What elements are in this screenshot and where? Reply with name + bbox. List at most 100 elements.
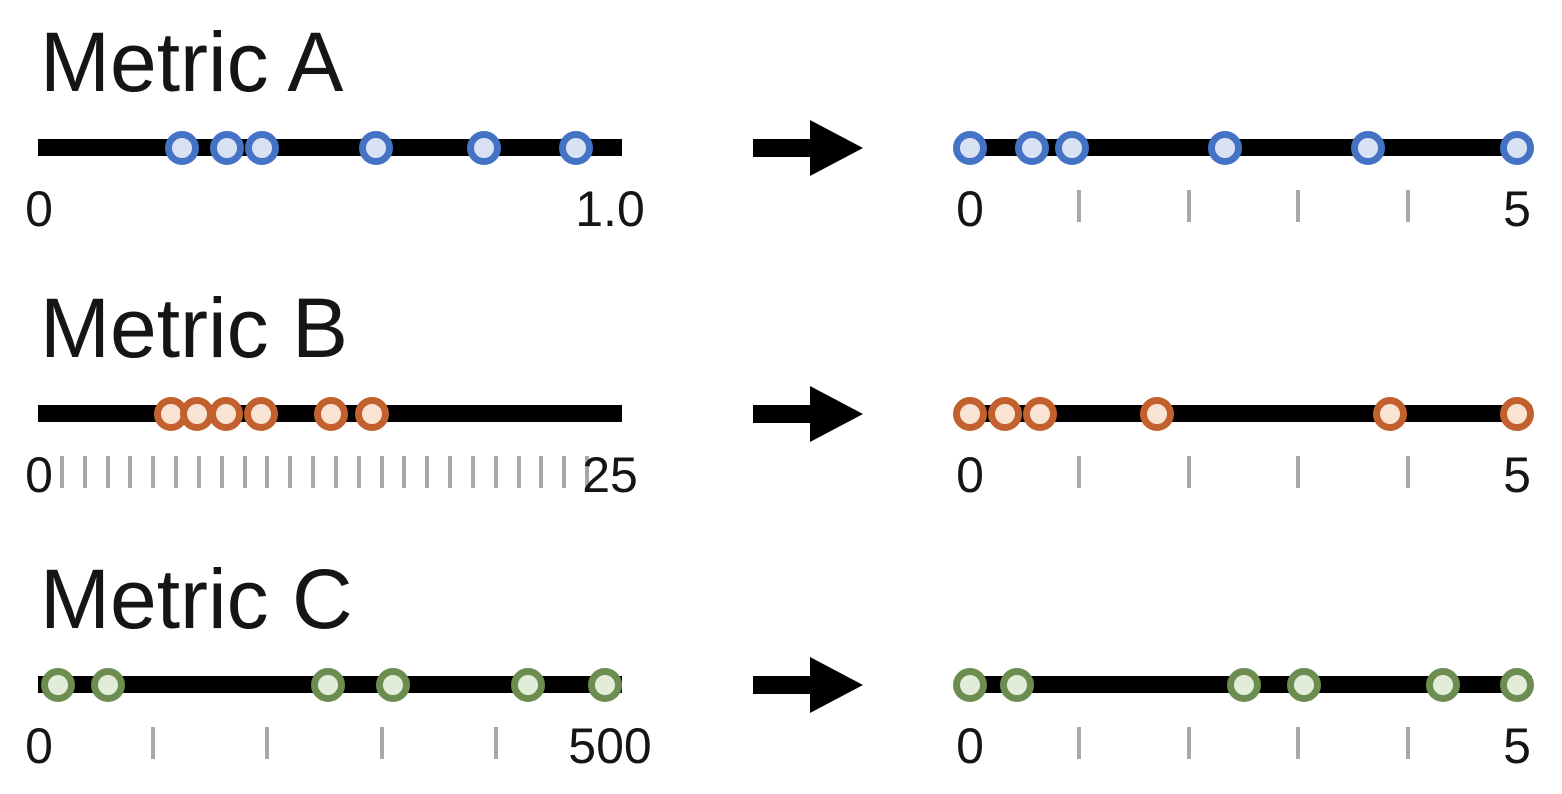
axis-tick <box>82 456 87 488</box>
axis-max-label: 5 <box>1503 447 1531 503</box>
data-point <box>1286 668 1321 702</box>
axis-max-label: 500 <box>568 718 652 774</box>
data-point <box>1226 668 1261 702</box>
data-point <box>1500 668 1534 702</box>
axis-tick <box>1405 456 1410 488</box>
axis-tick <box>1186 190 1191 222</box>
data-point <box>164 131 199 165</box>
data-point <box>1015 131 1050 165</box>
axis-max-label: 5 <box>1503 181 1531 237</box>
data-point <box>1140 397 1175 431</box>
axis-tick <box>151 727 156 759</box>
data-point <box>1500 131 1534 165</box>
data-point <box>1000 668 1035 702</box>
axis-tick <box>59 456 64 488</box>
axis-tick <box>333 456 338 488</box>
axis-tick <box>585 456 590 488</box>
axis-tick <box>493 727 498 759</box>
axis-tick <box>174 456 179 488</box>
data-point <box>310 668 345 702</box>
axis-tick <box>1186 456 1191 488</box>
axis-tick <box>379 456 384 488</box>
axis-tick <box>402 456 407 488</box>
axis-tick <box>1077 190 1082 222</box>
axis-min-label: 0 <box>956 181 984 237</box>
axis-min-label: 0 <box>25 718 53 774</box>
data-point <box>243 397 278 431</box>
axis-tick <box>470 456 475 488</box>
data-point <box>1023 397 1058 431</box>
axis-tick <box>1296 456 1301 488</box>
axis-tick <box>1077 727 1082 759</box>
right-arrow-icon <box>753 657 863 713</box>
data-point <box>358 131 393 165</box>
data-point <box>558 131 593 165</box>
axis-tick <box>1405 727 1410 759</box>
number-line <box>958 139 1532 156</box>
axis-tick <box>219 456 224 488</box>
right-arrow-icon <box>753 386 863 442</box>
metric-b-raw-axis: 0 25 <box>0 384 700 514</box>
axis-max-label: 1.0 <box>575 181 645 237</box>
axis-tick <box>539 456 544 488</box>
right-arrow-icon <box>753 120 863 176</box>
data-point <box>376 668 411 702</box>
axis-max-label: 25 <box>582 447 638 503</box>
axis-tick <box>265 456 270 488</box>
axis-tick <box>196 456 201 488</box>
axis-tick <box>356 456 361 488</box>
axis-tick <box>516 456 521 488</box>
axis-min-label: 0 <box>956 447 984 503</box>
axis-tick <box>425 456 430 488</box>
data-point <box>988 397 1022 431</box>
metric-a-title: Metric A <box>40 15 344 109</box>
data-point <box>953 397 987 431</box>
data-point <box>467 131 502 165</box>
data-point <box>1351 131 1386 165</box>
data-point <box>90 668 125 702</box>
axis-tick <box>1296 190 1301 222</box>
axis-tick <box>1296 727 1301 759</box>
axis-tick <box>448 456 453 488</box>
data-point <box>314 397 349 431</box>
metric-c-raw-axis: 0 500 <box>0 655 700 785</box>
axis-tick <box>1077 456 1082 488</box>
axis-min-label: 0 <box>25 181 53 237</box>
axis-tick <box>493 456 498 488</box>
axis-tick <box>265 727 270 759</box>
axis-tick <box>379 727 384 759</box>
axis-tick <box>288 456 293 488</box>
data-point <box>210 131 245 165</box>
metric-b-title: Metric B <box>40 281 349 375</box>
axis-min-label: 0 <box>956 718 984 774</box>
axis-min-label: 0 <box>25 447 53 503</box>
data-point <box>1054 131 1089 165</box>
axis-max-label: 5 <box>1503 718 1531 774</box>
axis-tick <box>242 456 247 488</box>
axis-tick <box>1405 190 1410 222</box>
axis-tick <box>311 456 316 488</box>
data-point <box>510 668 545 702</box>
number-line <box>38 139 622 156</box>
data-point <box>588 668 623 702</box>
data-point <box>41 668 76 702</box>
data-point <box>953 131 987 165</box>
axis-tick <box>128 456 133 488</box>
axis-tick <box>105 456 110 488</box>
data-point <box>1373 397 1408 431</box>
data-point <box>1425 668 1460 702</box>
axis-tick <box>151 456 156 488</box>
data-point <box>953 668 987 702</box>
data-point <box>209 397 244 431</box>
data-point <box>244 131 279 165</box>
data-point <box>1207 131 1242 165</box>
axis-tick <box>562 456 567 488</box>
metric-c-title: Metric C <box>40 552 353 646</box>
axis-tick <box>1186 727 1191 759</box>
data-point <box>1500 397 1534 431</box>
